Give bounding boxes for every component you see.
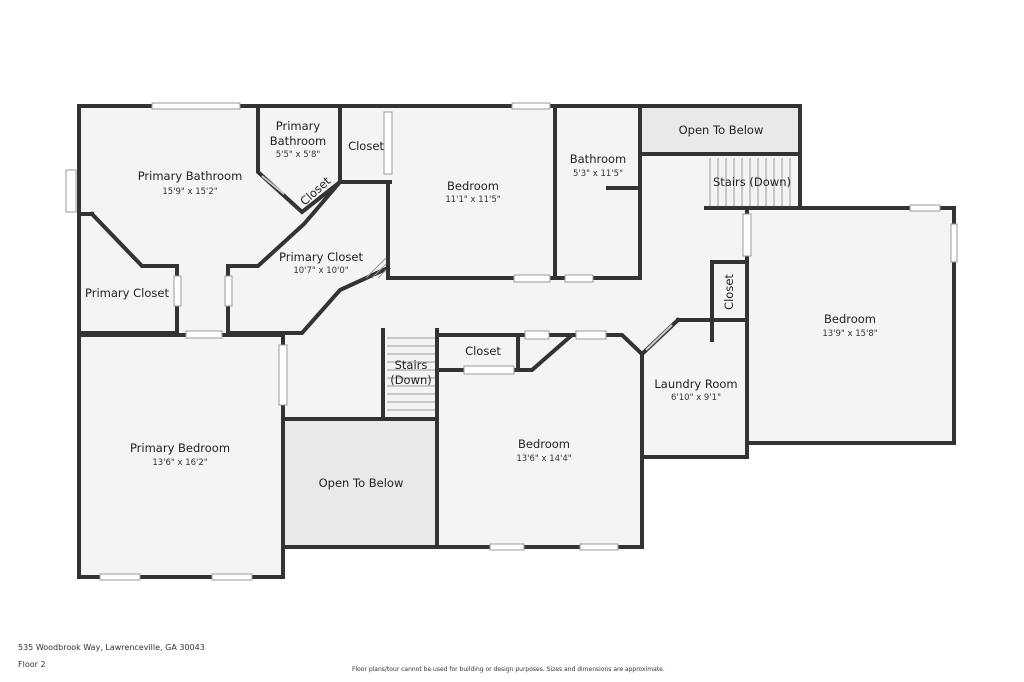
closet-mid-label: Closet — [465, 344, 501, 358]
bedroom-right-dims: 13'9" x 15'8" — [822, 329, 877, 339]
stairs-mid-treads — [387, 337, 435, 411]
primary-bathroom-label: Primary Bathroom — [138, 169, 243, 183]
closet-vertical-label: Closet — [722, 274, 736, 310]
laundry-room-dims: 6'10" x 9'1" — [671, 393, 721, 403]
closet-hatch — [365, 257, 387, 279]
bathroom-label: Bathroom — [570, 152, 626, 166]
bedroom-top-label: Bedroom — [447, 179, 499, 193]
primary-bathroom-small-label-line1: Primary — [276, 119, 321, 133]
closet-top-label: Closet — [348, 139, 384, 153]
primary-closet-center-dims: 10'7" x 10'0" — [293, 266, 348, 276]
primary-bathroom-small-dims: 5'5" x 5'8" — [276, 150, 321, 160]
stairs-mid-label-line1: Stairs — [395, 358, 428, 372]
stairs-top-label: Stairs (Down) — [713, 175, 791, 189]
primary-bedroom-label: Primary Bedroom — [130, 441, 230, 455]
bedroom-bottom-dims: 13'6" x 14'4" — [516, 454, 571, 464]
windows — [65, 102, 958, 581]
floor-label: Floor 2 — [18, 660, 46, 669]
open-to-below-top-label: Open To Below — [679, 123, 764, 137]
disclaimer-text: Floor plans/tour cannot be used for buil… — [352, 666, 665, 673]
bedroom-right-label: Bedroom — [824, 312, 876, 326]
laundry-room-label: Laundry Room — [654, 377, 737, 391]
open-to-below-bottom-label: Open To Below — [319, 476, 404, 490]
bedroom-bottom-label: Bedroom — [518, 437, 570, 451]
stairs-top-treads — [709, 158, 791, 206]
address-text: 535 Woodbrook Way, Lawrenceville, GA 300… — [18, 643, 205, 652]
primary-bathroom-small-label-line2: Bathroom — [270, 134, 326, 148]
primary-bedroom-dims: 13'6" x 16'2" — [152, 458, 207, 468]
bedroom-top-dims: 11'1" x 11'5" — [445, 195, 500, 205]
primary-closet-center-label: Primary Closet — [279, 250, 363, 264]
bathroom-dims: 5'3" x 11'5" — [573, 169, 623, 179]
primary-closet-left-label: Primary Closet — [85, 286, 169, 300]
stairs-mid-label-line2: (Down) — [390, 373, 432, 387]
primary-bathroom-dims: 15'9" x 15'2" — [162, 187, 217, 197]
